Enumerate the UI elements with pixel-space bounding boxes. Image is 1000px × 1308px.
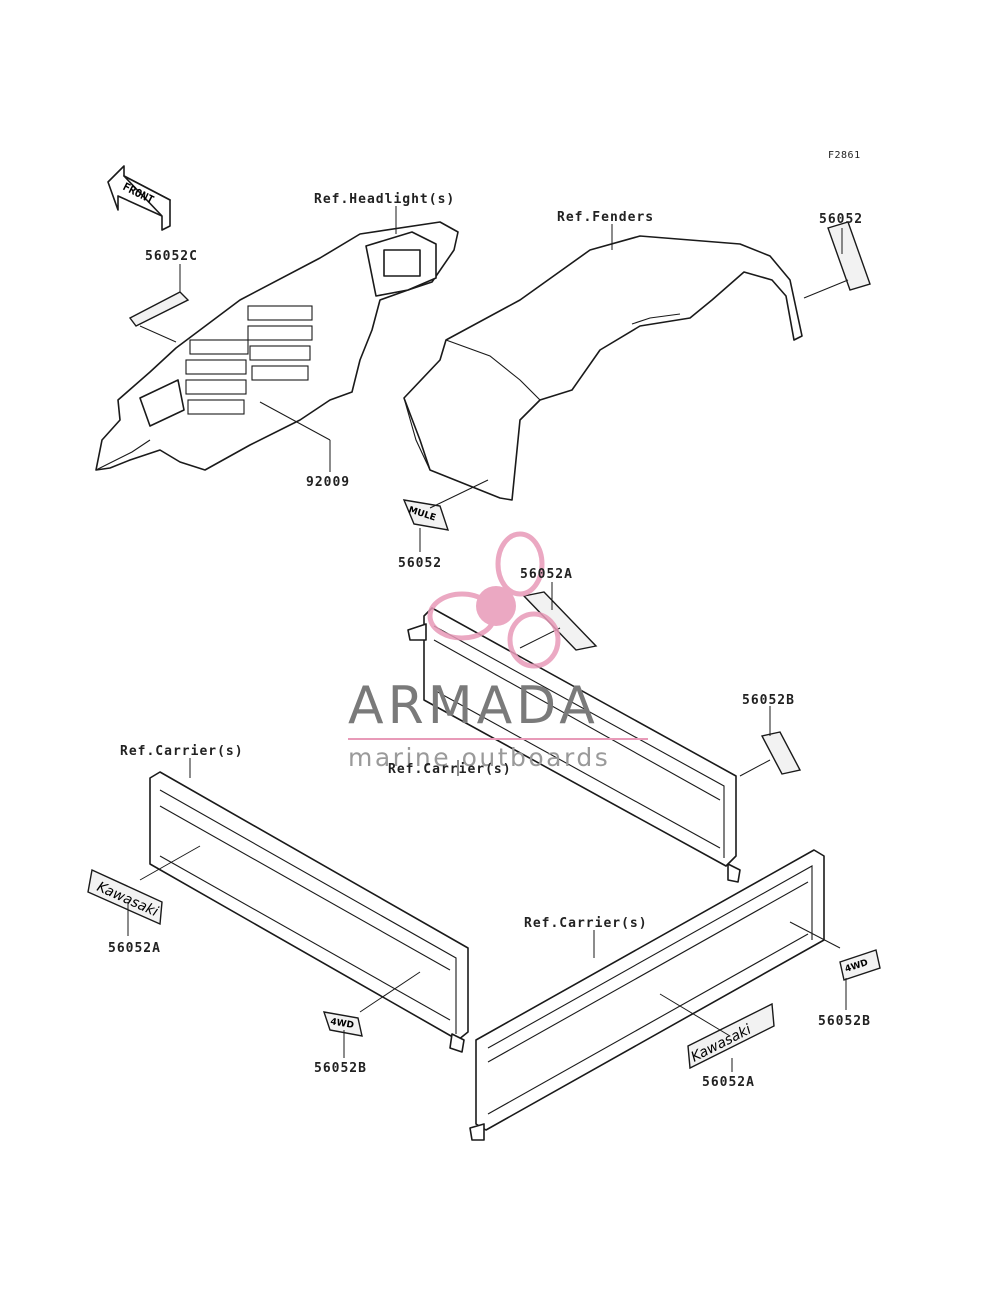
part-56052a-left-label: 56052A [108, 941, 161, 956]
part-56052-mule-label: 56052 [398, 556, 443, 571]
carrier-left [149, 771, 469, 1053]
watermark-title: ARMADA [348, 676, 599, 736]
rear-fender [403, 235, 803, 501]
4wd-decal-text-left: 4WD [329, 1017, 354, 1031]
watermark-subtitle: marine outboards [348, 743, 611, 772]
ref-fenders-label: Ref.Fenders [557, 210, 655, 225]
decal-4wd-far-shape [839, 949, 881, 981]
ref-headlight-label: Ref.Headlight(s) [314, 192, 456, 207]
ref-carrier-center-label: Ref.Carrier(s) [388, 762, 512, 777]
watermark-divider [348, 738, 648, 740]
decal-4wd-left-shape [322, 1011, 363, 1037]
part-56052c-label: 56052C [145, 249, 198, 264]
part-56052b-far-label: 56052B [818, 1014, 871, 1029]
leader-lines [127, 206, 849, 1072]
part-56052a-top-label: 56052A [520, 567, 573, 582]
figure-id: F2861 [828, 150, 861, 161]
front-cover [95, 221, 459, 471]
decal-mule-shape [402, 499, 450, 531]
part-92009-label: 92009 [306, 475, 351, 490]
part-56052b-right-label: 56052B [742, 693, 795, 708]
decal-56052-top-shape [827, 221, 871, 291]
part-56052b-left-label: 56052B [314, 1061, 367, 1076]
watermark-propeller-icon [427, 531, 561, 669]
ref-carrier-right-label: Ref.Carrier(s) [524, 916, 648, 931]
part-56052a-right-label: 56052A [702, 1075, 755, 1090]
decal-56052c-shape [128, 291, 190, 327]
part-56052-top-label: 56052 [819, 212, 864, 227]
front-arrow-icon [107, 165, 171, 231]
carrier-right [469, 849, 825, 1141]
decal-56052b-right-shape [760, 731, 802, 775]
decal-kawasaki-right-shape [687, 1002, 775, 1070]
decal-kawasaki-left-shape [87, 868, 163, 926]
ref-carrier-left-label: Ref.Carrier(s) [120, 744, 244, 759]
